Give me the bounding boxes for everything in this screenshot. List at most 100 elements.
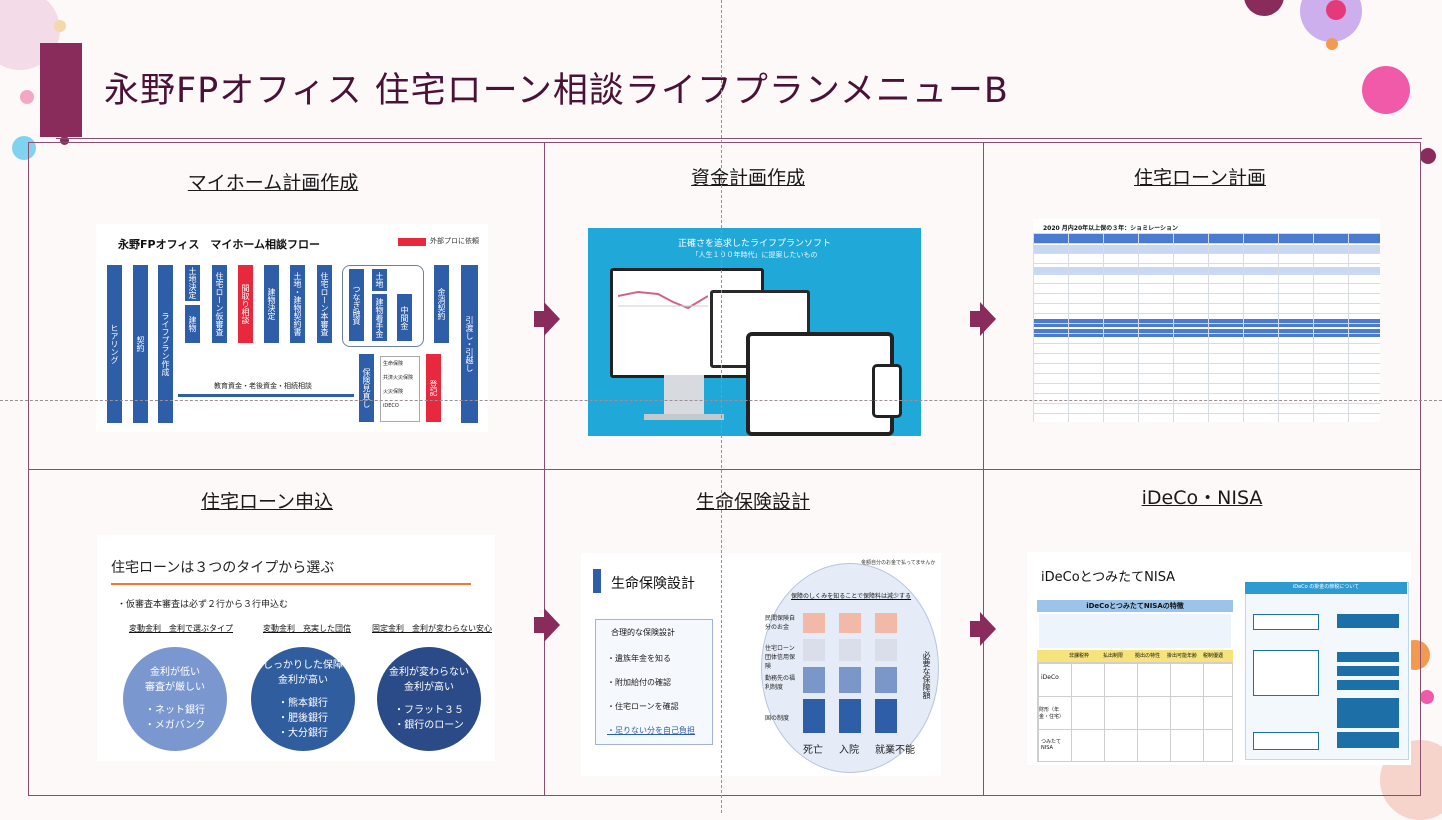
- flow-step: 間取り相談: [238, 265, 253, 343]
- software-headline: 正確さを追求したライフプランソフト: [677, 239, 831, 249]
- ideco-header: 拠出の特性: [1135, 653, 1161, 659]
- flow-step: 建物決定: [264, 265, 279, 343]
- flow-group-outline: [342, 265, 424, 347]
- flow-step: 住宅ローン仮審査: [212, 265, 227, 343]
- decor-dot: [1244, 0, 1284, 16]
- insurance-item: ・足りない分を自己負担: [607, 726, 695, 735]
- ideco-panel-blue: [1337, 666, 1399, 676]
- insurance-col-label: 就業不能: [875, 745, 915, 756]
- software-thumbnail: 正確さを追求したライフプランソフト 「人生１００年時代」に提案したいもの: [588, 228, 921, 436]
- insurance-thumbnail: 生命保険設計 合理的な保険設計 ・遺族年金を知る ・附加給付の確認 ・住宅ローン…: [581, 553, 941, 776]
- insurance-box-title: 合理的な保険設計: [611, 628, 675, 637]
- cell-label-insurance[interactable]: 生命保険設計: [695, 491, 811, 513]
- apply-note: ・仮審査本審査は必ず２行から３行申込む: [117, 600, 289, 610]
- insurance-cell: [803, 639, 825, 661]
- flow-step: 登記: [426, 354, 441, 422]
- ideco-panel-head: [1245, 582, 1407, 594]
- cell-label-loan-apply[interactable]: 住宅ローン申込: [200, 491, 334, 513]
- loan-type-head: 固定金利 金利が変わらない安心: [372, 624, 492, 633]
- insurance-box: [595, 619, 713, 745]
- decor-dot: [1362, 66, 1410, 114]
- flow-step: 土地: [372, 269, 387, 291]
- loan-type-circle: しっかりした保障 金利が高い ・熊本銀行 ・肥後銀行 ・大分銀行: [251, 647, 355, 751]
- ideco-table-title: iDeCoとつみたてNISAの特徴: [1086, 602, 1184, 610]
- ideco-header: 非課税枠: [1069, 653, 1090, 659]
- flow-step: 住宅ローン本審査: [317, 265, 332, 343]
- ideco-panel-title: iDeCo の掛金の節税について: [1292, 584, 1360, 590]
- arrow-right-icon: [970, 612, 996, 646]
- ideco-panel-blue: [1337, 614, 1399, 628]
- loan-plan-thumbnail: 2020 月内20年以上保の３年：ショミレーション: [1033, 219, 1380, 422]
- flow-step: ライフプラン作成: [158, 265, 173, 423]
- ideco-row-label: 財形（年金・住宅）: [1039, 707, 1065, 720]
- insurance-cell: [875, 613, 897, 633]
- sheet-grid: [1033, 233, 1380, 422]
- tablet-screen: [746, 332, 894, 436]
- decor-dot: [1420, 690, 1434, 704]
- insurance-cell: [839, 699, 861, 733]
- arrow-right-icon: [534, 608, 560, 642]
- decor-dot: [1326, 0, 1346, 20]
- cell-label-loan-plan[interactable]: 住宅ローン計画: [1133, 167, 1267, 189]
- decor-dot: [1420, 148, 1436, 164]
- loan-type-head: 変動金利 金利で選ぶタイプ: [129, 624, 233, 633]
- insurance-item: 火災保険: [383, 389, 404, 395]
- flow-step: 金消契約: [434, 265, 449, 343]
- insurance-cell: [839, 613, 861, 633]
- loan-type-head: 変動金利 充実した団信: [263, 624, 351, 633]
- insurance-item: 共済火災保険: [383, 375, 414, 381]
- cell-label-myhome[interactable]: マイホーム計画作成: [187, 172, 359, 194]
- insurance-row-label: 民間保険自分のお金: [765, 615, 796, 631]
- flow-title: 永野FPオフィス マイホーム相談フロー: [118, 238, 321, 251]
- ideco-header: 掛出可能年齢: [1167, 653, 1198, 659]
- page-title: 永野FPオフィス 住宅ローン相談ライフプランメニューB: [104, 71, 1009, 111]
- decor-dot: [20, 90, 34, 104]
- insurance-col-label: 死亡: [803, 745, 823, 756]
- ideco-thumbnail: iDeCoとつみたてNISA iDeCoとつみたてNISAの特徴 非課税枠 払出…: [1027, 552, 1411, 765]
- loan-type-circle: 金利が低い 審査が厳しい ・ネット銀行 ・メガバンク: [123, 647, 227, 751]
- ideco-table-body: [1037, 662, 1233, 762]
- ideco-table-head: [1037, 650, 1233, 662]
- insurance-row-label: 勤務先の福利制度: [765, 675, 796, 691]
- flow-legend-swatch: [398, 238, 426, 246]
- insurance-circle-title: 保障のしくみを知ることで保障料は減少する: [791, 593, 912, 600]
- arrow-right-icon: [534, 302, 560, 336]
- flow-legend: 外部プロに依頼: [430, 237, 479, 245]
- ideco-panel-blue: [1337, 732, 1399, 748]
- monitor-base: [644, 414, 724, 420]
- flow-step: つなぎ融資: [349, 269, 364, 341]
- screen-chart: [618, 290, 708, 310]
- ideco-header: 払出制限: [1103, 653, 1124, 659]
- cell-label-funding[interactable]: 資金計画作成: [690, 167, 806, 189]
- apply-title: 住宅ローンは３つのタイプから選ぶ: [111, 560, 335, 576]
- ideco-panel-box: [1253, 650, 1319, 696]
- flow-bottom-label: 教育資金・老後資金・相続相談: [214, 382, 312, 390]
- ideco-notes: [1039, 614, 1231, 648]
- flow-step: 中間金: [397, 294, 412, 341]
- arrow-right-icon: [970, 302, 996, 336]
- insurance-cell: [839, 667, 861, 693]
- flow-step: 土地・建物契約書: [290, 265, 305, 343]
- flow-step: 引渡し・引越し: [461, 265, 478, 423]
- insurance-item: ・遺族年金を知る: [607, 654, 671, 663]
- ideco-panel-blue: [1337, 680, 1399, 690]
- flow-step: 土地決定: [185, 265, 200, 301]
- flow-step: ヒアリング: [107, 265, 122, 423]
- insurance-item: ・住宅ローンを確認: [607, 702, 679, 711]
- flow-thumbnail: 永野FPオフィス マイホーム相談フロー 外部プロに依頼 ヒアリング 契約 ライフ…: [96, 224, 488, 432]
- insurance-col-label: 入院: [839, 745, 859, 756]
- ideco-title: iDeCoとつみたてNISA: [1041, 570, 1176, 585]
- monitor-stand: [664, 375, 704, 415]
- decor-dot: [1326, 38, 1338, 50]
- decor-dot: [54, 20, 66, 32]
- insurance-item: ・附加給付の確認: [607, 678, 671, 687]
- insurance-cell: [875, 667, 897, 693]
- flow-step: 保険見直し: [359, 354, 374, 422]
- ideco-header: 税制優遇: [1203, 653, 1224, 659]
- insurance-item: iDECO: [383, 403, 399, 409]
- ideco-row-label: つみたてNISA: [1041, 739, 1062, 751]
- insurance-side-label: 必要な保障額: [922, 651, 931, 699]
- insurance-cell: [803, 613, 825, 633]
- cell-label-ideco-nisa[interactable]: iDeCo・NISA: [1141, 487, 1263, 509]
- flow-step: 建物着手金: [372, 294, 387, 341]
